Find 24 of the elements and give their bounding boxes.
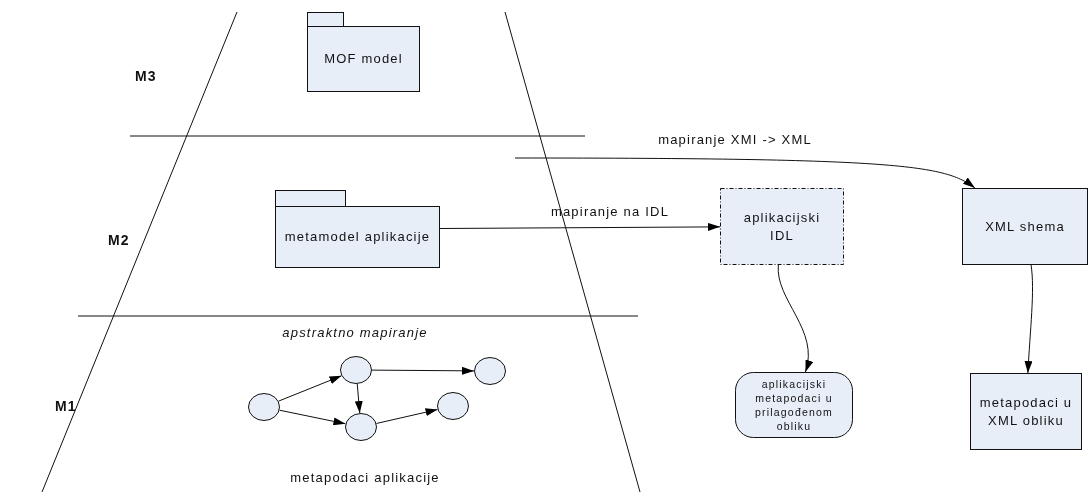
arrow xyxy=(514,157,976,189)
edge-label: mapiranje XMI -> XML xyxy=(658,132,812,147)
arrow xyxy=(376,408,438,424)
circle-node xyxy=(340,356,372,384)
layer-label: M2 xyxy=(108,232,130,248)
process-box: aplikacijski IDL xyxy=(720,188,844,265)
process-box: metapodaci u XML obliku xyxy=(970,373,1082,450)
circle-node xyxy=(474,357,506,385)
arrow xyxy=(278,375,342,402)
process-box: XML shema xyxy=(962,188,1088,265)
arrow xyxy=(354,383,363,414)
caption-text: apstraktno mapiranje xyxy=(282,325,428,340)
layer-label: M1 xyxy=(55,398,77,414)
arrow xyxy=(371,366,475,375)
rounded-box: aplikacijski metapodaci u prilagođenom obliku xyxy=(735,372,853,438)
layer-label: M3 xyxy=(135,68,157,84)
arrow xyxy=(777,264,813,373)
circle-node xyxy=(437,392,469,420)
arrow xyxy=(1024,264,1033,374)
circle-node xyxy=(248,393,280,421)
arrow xyxy=(279,409,346,426)
circle-node xyxy=(345,413,377,441)
arrow xyxy=(439,222,721,231)
caption-text: metapodaci aplikacije xyxy=(290,470,440,485)
